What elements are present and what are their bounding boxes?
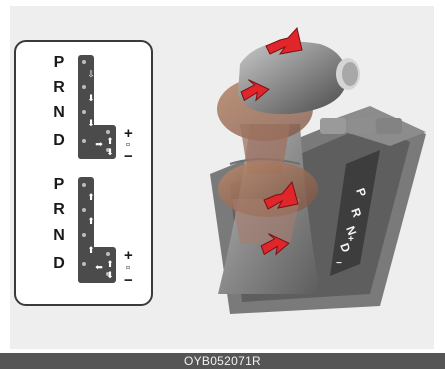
gate-label-plus: + (348, 234, 354, 245)
figure-code: OYB052071R (0, 353, 445, 369)
arrow-down-icon: ⬇ (105, 148, 115, 157)
arrow-left-icon: ⬅ (94, 263, 104, 272)
lower-position-p: P (51, 177, 67, 193)
shifter-knob (238, 42, 346, 115)
upper-position-r: R (51, 80, 67, 96)
shift-pattern-card: P R N D ⇩ ⬇ ⬇ ➡ ⬆ ⬇ + − P R N D ⬆ (14, 40, 153, 306)
lower-gate-dot (82, 262, 86, 266)
upper-minus-sign: − (124, 149, 133, 164)
console-button (348, 118, 374, 134)
lower-minus-sign: − (124, 273, 133, 288)
arrow-down-icon: ⬇ (86, 119, 96, 128)
arrow-up-icon: ⬆ (105, 137, 115, 146)
lower-position-d: D (51, 256, 67, 272)
lower-gate-dot (82, 208, 86, 212)
upper-gate-dot (82, 110, 86, 114)
upper-gate-dot (106, 130, 110, 134)
lower-position-r: R (51, 202, 67, 218)
arrow-up-icon: ⬆ (86, 217, 96, 226)
upper-plus-sign: + (124, 126, 133, 141)
gate-label-minus: − (336, 258, 342, 269)
arrow-down-icon: ⬇ (86, 94, 96, 103)
arrow-up-icon: ⬆ (105, 260, 115, 269)
upper-position-d: D (51, 133, 67, 149)
arrow-up-icon: ⬆ (86, 246, 96, 255)
lower-gate-dot (106, 252, 110, 256)
console-button (376, 118, 402, 134)
lower-neutral-marker (126, 266, 130, 269)
lower-gate-dot (82, 233, 86, 237)
upper-neutral-marker (126, 143, 130, 146)
upper-gate-dot (82, 139, 86, 143)
arrow-down-icon: ⬇ (105, 271, 115, 280)
lower-plus-sign: + (124, 248, 133, 263)
arrow-right-icon: ➡ (94, 140, 104, 149)
arrow-up-icon (266, 28, 302, 54)
arrow-up-icon: ⬆ (86, 193, 96, 202)
lower-gate-dot (82, 183, 86, 187)
lower-position-n: N (51, 228, 67, 244)
gear-shifter-illustration: P R N D + − (170, 14, 432, 344)
upper-position-p: P (51, 55, 67, 71)
upper-gate-dot (82, 60, 86, 64)
upper-gate-dot (82, 85, 86, 89)
arrow-down-icon: ⇩ (86, 70, 96, 79)
console-button (320, 118, 346, 134)
upper-position-n: N (51, 105, 67, 121)
